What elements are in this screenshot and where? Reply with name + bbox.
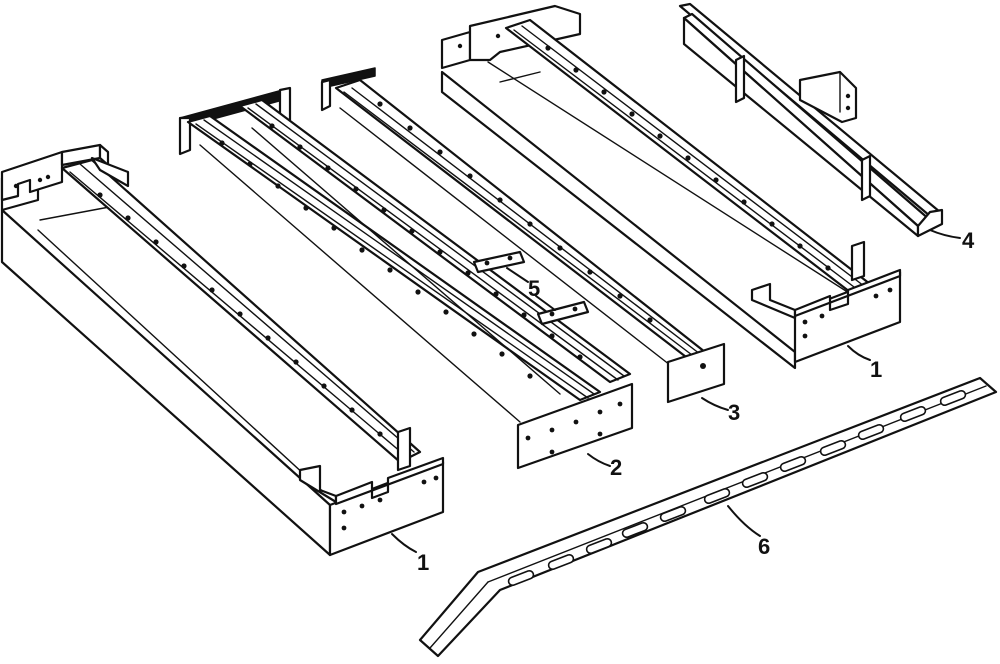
callout-1-right: 1 xyxy=(847,345,882,382)
frame-right-rail-holes xyxy=(545,45,831,271)
frame-left-rail xyxy=(60,158,422,464)
frame-left-rail-holes xyxy=(97,192,383,437)
splice-plate-b xyxy=(536,300,590,326)
callout-label: 5 xyxy=(528,276,540,301)
slotted-track-slots xyxy=(507,389,967,587)
center-rail-holes xyxy=(377,101,653,323)
slotted-track xyxy=(418,376,998,658)
callout-5: 5 xyxy=(506,267,556,311)
callout-label: 6 xyxy=(758,534,770,559)
callout-3: 3 xyxy=(701,397,740,425)
frame-right-side-wall xyxy=(440,70,797,370)
callout-label: 4 xyxy=(962,228,975,253)
frame-left-side-wall xyxy=(0,208,332,557)
slotted-track-assembly xyxy=(418,376,998,658)
cross-rail-assembly xyxy=(178,86,634,470)
callout-1-left: 1 xyxy=(391,533,429,575)
callouts: 1 2 3 4 5 1 6 xyxy=(391,228,975,575)
center-rail-assembly xyxy=(320,67,726,404)
frame-left-front-end xyxy=(328,460,445,557)
channel-beam-assembly xyxy=(678,2,944,238)
splice-plate-a xyxy=(472,250,526,274)
cross-rail-a xyxy=(186,114,602,402)
splice-plates xyxy=(472,250,590,326)
cross-rail-end-plate xyxy=(516,382,634,470)
callout-label: 3 xyxy=(728,400,740,425)
callout-label: 1 xyxy=(417,550,429,575)
cross-rail-b xyxy=(238,98,632,384)
callout-label: 2 xyxy=(610,455,622,480)
callout-2: 2 xyxy=(587,453,622,480)
cross-rail-holes xyxy=(219,123,583,379)
frame-assembly-right xyxy=(440,4,902,370)
frame-assembly-left xyxy=(0,143,445,557)
callout-4: 4 xyxy=(929,228,975,253)
callout-6: 6 xyxy=(727,505,770,559)
center-rail-end-plate xyxy=(666,342,726,404)
callout-label: 1 xyxy=(870,357,882,382)
